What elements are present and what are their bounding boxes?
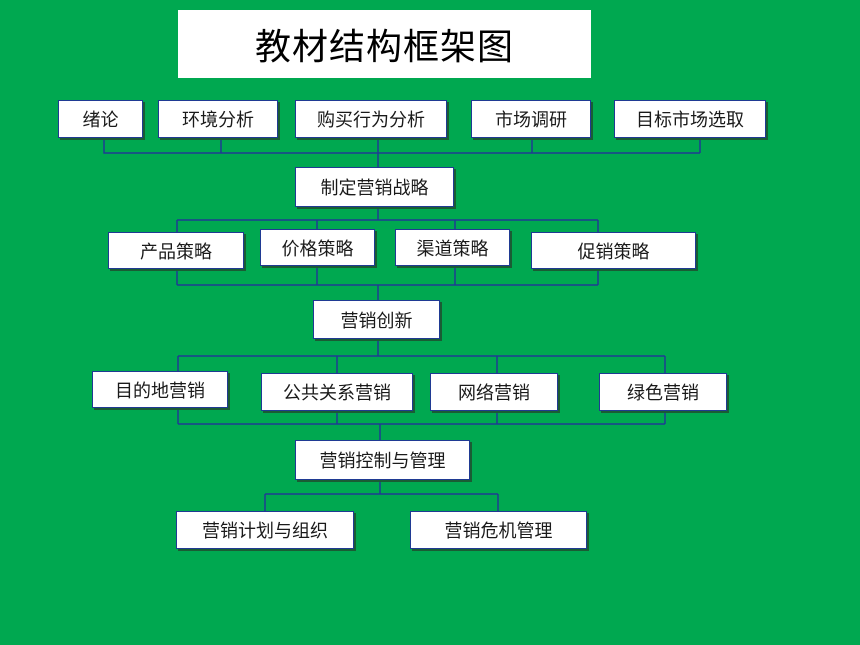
connector-innovation-level3 [177, 339, 666, 373]
box-planning-organization: 营销计划与组织 [176, 511, 354, 549]
box-price-strategy: 价格策略 [260, 229, 375, 266]
box-destination-marketing: 目的地营销 [92, 371, 228, 408]
connector-level2-innovation [176, 266, 599, 300]
box-crisis-management: 营销危机管理 [410, 511, 587, 549]
connector-control-level4 [264, 480, 499, 511]
box-environment-analysis: 环境分析 [158, 100, 278, 138]
connector-level3-control [177, 408, 666, 440]
diagram-title-box: 教材结构框架图 [178, 10, 591, 78]
connector-strategy-level2 [176, 207, 599, 232]
box-network-marketing: 网络营销 [430, 373, 558, 411]
box-marketing-control: 营销控制与管理 [295, 440, 470, 480]
box-product-strategy: 产品策略 [108, 232, 244, 269]
box-channel-strategy: 渠道策略 [395, 229, 510, 266]
box-marketing-innovation: 营销创新 [313, 300, 440, 339]
diagram-title: 教材结构框架图 [254, 27, 514, 68]
box-introduction: 绪论 [58, 100, 143, 138]
box-buying-behavior-analysis: 购买行为分析 [295, 100, 447, 138]
box-market-research: 市场调研 [471, 100, 591, 138]
box-target-market-selection: 目标市场选取 [614, 100, 766, 138]
box-green-marketing: 绿色营销 [599, 373, 727, 411]
box-promotion-strategy: 促销策略 [531, 232, 696, 269]
connector-level1 [103, 138, 701, 167]
box-marketing-strategy: 制定营销战略 [295, 167, 454, 207]
box-public-relations-marketing: 公共关系营销 [261, 373, 413, 411]
